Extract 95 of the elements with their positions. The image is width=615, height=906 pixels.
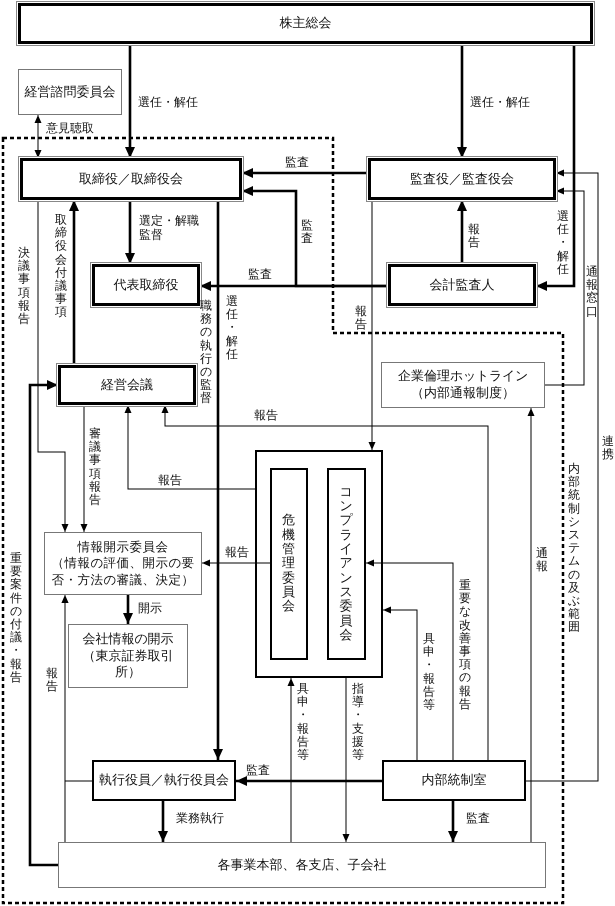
box-label: 会社情報の開示 (82, 630, 174, 648)
org-box (382, 760, 526, 801)
box-label: 経営諮問委員会 (24, 84, 116, 100)
box-label: 各事業本部、各支店、子会社 (218, 856, 386, 874)
box-subtext: （情報の評価、開示の要否・方法の審議、決定） (50, 555, 196, 588)
arrow (80, 404, 88, 532)
edge-label: 開示 (138, 600, 162, 616)
edge-label: 報告 (46, 666, 58, 694)
arrow (242, 186, 388, 288)
box-subtext: （東京証券取引所） (82, 648, 174, 682)
edge-label: 意見聴取 (46, 120, 94, 136)
arrow (342, 678, 350, 842)
org-box (388, 264, 536, 306)
org-box (368, 158, 556, 200)
box-label: 代表取締役 (114, 276, 178, 294)
arrow (288, 678, 294, 842)
arrow (448, 801, 458, 842)
edge-label: 監査 (246, 762, 270, 778)
edge-label: 通報 (536, 546, 548, 574)
arrow (123, 595, 133, 624)
arrow (158, 801, 168, 842)
org-box (92, 264, 200, 306)
edge-label: 指導・支援等 (352, 682, 364, 762)
committee-box (326, 468, 366, 660)
org-box (18, 69, 122, 115)
arrow (544, 188, 584, 386)
edge-label: 具申・報告等 (297, 682, 309, 762)
box-label: 監査役／監査役会 (410, 170, 514, 188)
arrow (202, 560, 270, 566)
edge-label: 報告 (355, 304, 367, 332)
edge-label: 取締役会付議事項 (55, 213, 67, 319)
edge-label: 報告 (254, 408, 278, 422)
arrow (536, 44, 576, 291)
box-label: 危機管理委員会 (282, 513, 295, 614)
box-label: 企業倫理ホットライン (398, 368, 528, 385)
edge-label: 監査 (301, 218, 313, 246)
scope-label: 内部統制システムの及ぶ範囲 (568, 462, 580, 634)
edge-label: 通報窓口 (586, 266, 598, 318)
edge-label: 選任・解任 (470, 94, 530, 110)
edge-label: 重要案件の付議・報告 (10, 552, 22, 684)
arrow (125, 44, 135, 158)
arrow (162, 404, 488, 760)
arrow (368, 200, 376, 450)
edge-label: 選任・解任 (138, 94, 198, 110)
edge-label: 選定・解職監督 (139, 214, 200, 242)
org-box (381, 362, 545, 408)
arrow (366, 560, 454, 760)
edge-label: 重要な改善事項の報告 (459, 579, 471, 711)
box-label: 執行役員／執行役員会 (99, 772, 229, 789)
edge-label: 監査 (248, 266, 272, 282)
arrow (526, 170, 598, 782)
edge-label: 監査 (466, 810, 490, 826)
edge-label: 報告 (225, 544, 249, 560)
box-subtext: （内部通報制度） (411, 385, 515, 402)
box-label: 経営会議 (101, 376, 153, 394)
arrow (382, 606, 418, 760)
edge-label: 職務の執行の監督 (200, 299, 212, 405)
edge-label: 具申・報告等 (423, 632, 435, 712)
edge-label: 業務執行 (176, 810, 224, 826)
edge-label: 連携 (602, 434, 614, 462)
org-box (58, 365, 196, 405)
arrow (34, 114, 42, 158)
edge-label: 決議事項報告 (18, 246, 30, 326)
org-box (58, 842, 546, 888)
arrow (457, 200, 467, 264)
org-box (44, 532, 202, 595)
org-box (20, 158, 242, 200)
arrow (457, 44, 467, 158)
org-box (68, 624, 188, 688)
arrow (236, 776, 382, 786)
box-label: 取締役／取締役会 (79, 170, 183, 188)
arrow (528, 408, 534, 842)
edge-label: 報告 (158, 472, 182, 488)
arrow (62, 594, 92, 782)
arrow (69, 200, 79, 365)
arrow (242, 168, 368, 178)
arrow (125, 200, 135, 264)
arrow (124, 404, 256, 490)
box-label: 内部統制室 (422, 772, 486, 789)
arrow (213, 200, 223, 760)
org-box (92, 760, 236, 801)
box-label: 会計監査人 (430, 276, 494, 294)
committee-box (270, 468, 308, 660)
committee-frame (255, 450, 383, 678)
box-label: 株主総会 (280, 15, 332, 32)
annotation-label: 選任・解任 (226, 295, 238, 361)
edge-label: 選任・解任 (557, 210, 569, 276)
box-label: 情報開示委員会 (78, 539, 168, 556)
arrow (38, 200, 68, 532)
box-label: コンプライアンス委員会 (340, 484, 352, 642)
edge-label: 報告 (468, 222, 480, 250)
edge-label: 審議事項報告 (89, 427, 101, 507)
org-box (18, 3, 593, 44)
arrow (28, 380, 58, 866)
edge-label: 監査 (285, 154, 309, 170)
